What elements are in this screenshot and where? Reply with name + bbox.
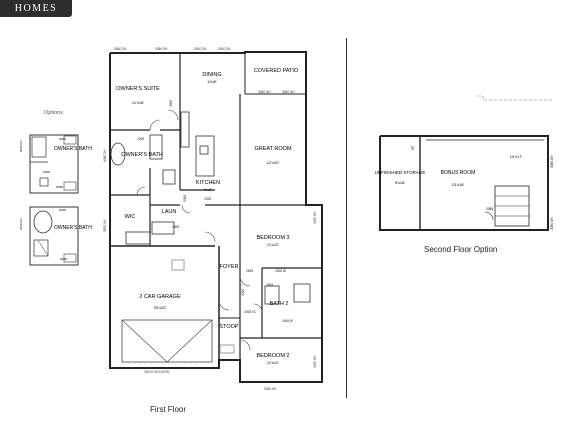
option-b-dim-3: 2068 (60, 257, 67, 261)
dim-bed3-closet: 4068 BI (275, 269, 286, 273)
door-swings (136, 109, 263, 351)
wic-label: WIC (125, 214, 136, 220)
dim-patio-b: 3080 SH (282, 90, 295, 94)
dim-bed3-door: 2868 (246, 269, 253, 273)
bonus-label: BONUS ROOM (441, 170, 476, 176)
dim-side-b: 3050 SH (103, 219, 107, 232)
option-b-dim-2: 3040 FG (19, 218, 23, 230)
great-room-label: GREAT ROOM (254, 146, 291, 152)
second-floor-walls (379, 95, 552, 231)
dim-bed2-bottom: 3050 SH (264, 387, 277, 391)
covered-patio-label: COVERED PATIO (254, 68, 299, 74)
dining-label: DINING (202, 72, 221, 78)
dim-bed2-side: 3050 SH (313, 355, 317, 368)
first-floor-walls (109, 51, 323, 383)
first-floor-fixtures (110, 111, 311, 354)
dim-bath2-b: 2668 (266, 283, 273, 287)
option-a-dim-1: 3068 (59, 137, 66, 141)
dim-bath-door: 2068 (137, 137, 144, 141)
garage-size: 20'x22' (154, 305, 167, 310)
second-floor-dim-side: 3050 SH (550, 155, 554, 168)
option-a-dim-2: 2068 (43, 170, 50, 174)
owners-suite-label: OWNER'S SUITE (116, 86, 160, 92)
second-floor-dim-bottom: 2050 SH (550, 217, 554, 230)
dim-laun-door: 2668 (172, 225, 179, 229)
dining-size: 12x9' (207, 79, 217, 84)
bonus-size: 13'x18' (452, 182, 465, 187)
dim-patio-a: 3050 SH (258, 90, 271, 94)
laun-label: LAUN (162, 209, 177, 215)
bath2-label: BATH 2 (270, 301, 289, 307)
storage-label: UNFINISHED STORAGE (375, 170, 426, 175)
owners-bath-label: OWNER'S BATH (121, 152, 163, 158)
plan-divider (346, 38, 347, 398)
dim-owners-door: 2868 (169, 100, 173, 107)
kitchen-size: 9'x9' (204, 187, 212, 192)
storage-size: 9'x18' (395, 180, 405, 185)
option-bath-b (29, 206, 79, 266)
dim-top-c: 3050 SH (194, 47, 207, 51)
dim-bed3-side: 3050 SH (313, 211, 317, 224)
second-floor-caption: Second Floor Option (424, 245, 498, 254)
option-a-dim-3: 2068 (56, 185, 63, 189)
first-floor-caption: First Floor (150, 405, 186, 414)
dim-bed2-closet: 4068 BI (282, 319, 293, 323)
bedroom3-label: BEDROOM 3 (256, 235, 289, 241)
bonus-dim-size: 10'x17' (510, 154, 523, 159)
options-heading: Options (44, 110, 63, 116)
dim-top-a: 3080 SH (114, 47, 127, 51)
bedroom3-size: 11'x12' (267, 242, 279, 247)
dim-kitchen-a: 2068 (183, 195, 187, 202)
first-floor-dimensions: 3080 SH 3050 SH 3050 SH 3050 SH 3050 SH … (103, 47, 317, 391)
foyer-label: FOYER (220, 264, 239, 270)
bedroom2-label: BEDROOM 2 (256, 353, 289, 359)
option-a-room-label: OWNER'S BATH (54, 146, 92, 152)
kitchen-label: KITCHEN (196, 180, 220, 186)
owners-suite-size: 11'x16' (132, 100, 144, 105)
great-room-size: 12'x20' (267, 160, 280, 165)
dim-garage-door: 16070 OH DOOR (144, 370, 170, 374)
dim-side-a: 4080 SH (103, 149, 107, 162)
option-a-dim-4: 5040 FG (19, 140, 23, 152)
option-b-dim-1: 2068 (59, 208, 66, 212)
dim-kitchen-b: 2068 (204, 197, 211, 201)
brand-logo: HOMES (0, 0, 72, 17)
dim-top-b: 3050 SH (155, 47, 168, 51)
second-floor-dim-door: 2068 (486, 207, 493, 211)
garage-label: 2 CAR GARAGE (139, 294, 181, 300)
garage-door (121, 319, 213, 364)
bedroom2-size: 11'x12' (267, 360, 279, 365)
second-floor-dim-hatch: GF (411, 146, 415, 150)
option-bath-a (29, 134, 79, 194)
dim-top-d: 3050 SH (218, 47, 231, 51)
dim-bath2-door: 2068 (241, 289, 245, 296)
stoop-label: STOOP (219, 324, 238, 330)
dim-stoop-door: 3068 SC (244, 310, 257, 314)
option-b-room-label: OWNER'S BATH (54, 225, 92, 231)
